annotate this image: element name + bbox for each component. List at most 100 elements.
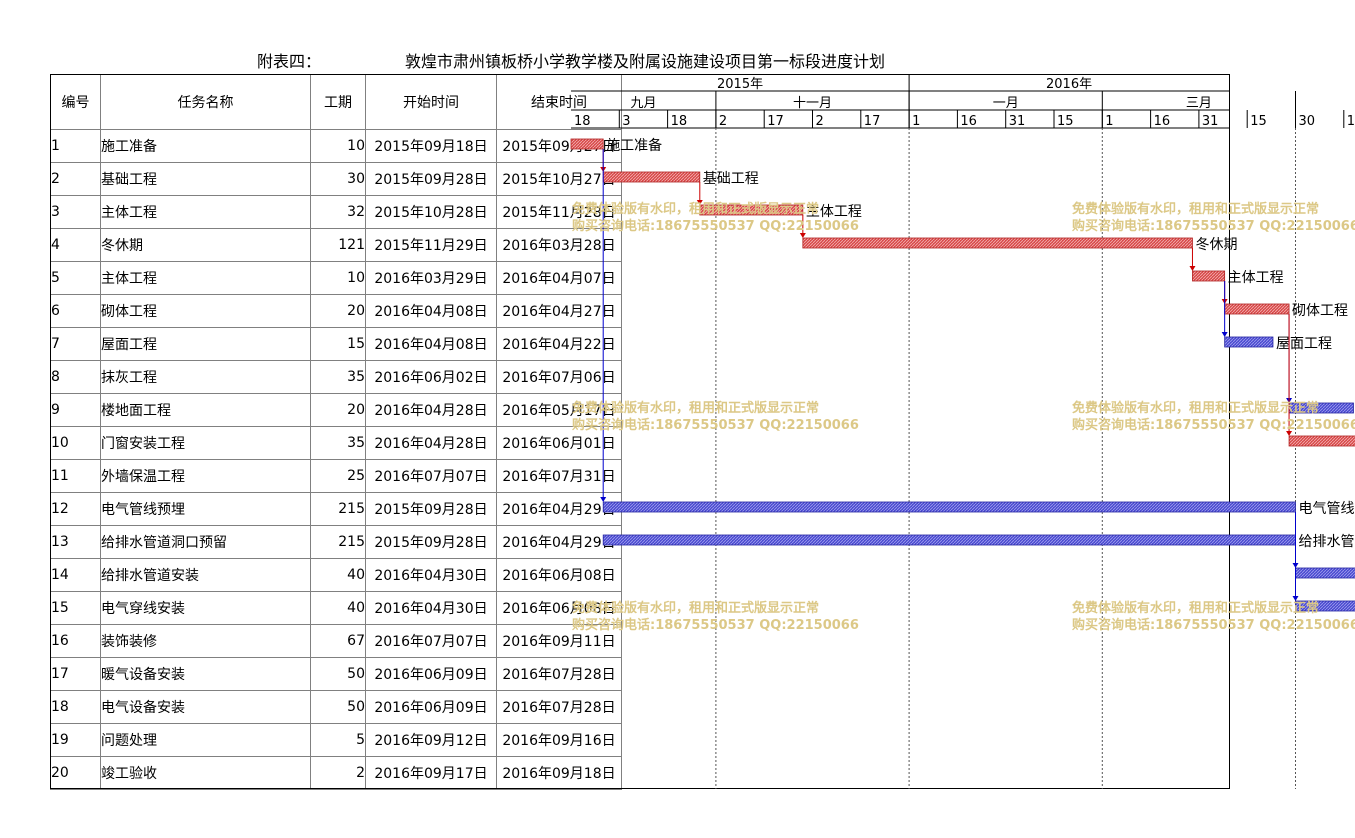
header-id: 编号 <box>50 74 101 130</box>
task-end: 2016年05月17日 <box>496 393 622 427</box>
task-duration: 40 <box>310 591 366 625</box>
task-name: 门窗安装工程 <box>100 426 311 460</box>
task-bar-label: 施工准备 <box>606 137 662 154</box>
task-bar <box>802 237 1193 249</box>
task-duration: 215 <box>310 525 366 559</box>
task-id: 1 <box>50 129 101 163</box>
task-start: 2016年04月08日 <box>365 327 497 361</box>
task-id: 8 <box>50 360 101 394</box>
task-start: 2016年03月29日 <box>365 261 497 295</box>
task-start: 2016年04月30日 <box>365 558 497 592</box>
task-duration: 25 <box>310 459 366 493</box>
watermark-line1: 免费体验版有水印，租用和正式版显示正常 <box>572 202 820 217</box>
task-bar <box>1224 303 1290 315</box>
watermark-3: 免费体验版有水印，租用和正式版显示正常 购买咨询电话:18675550537 Q… <box>572 400 859 434</box>
task-end: 2016年04月22日 <box>496 327 622 361</box>
watermark-line2: 购买咨询电话:18675550537 QQ:22150066 <box>572 219 859 234</box>
task-end: 2016年09月18日 <box>496 756 622 790</box>
task-duration: 32 <box>310 195 366 229</box>
watermark-line1: 免费体验版有水印，租用和正式版显示正常 <box>572 601 820 616</box>
dependency-arrow <box>696 200 703 205</box>
day-label: 30 <box>1299 114 1316 129</box>
dependency-arrow <box>799 233 806 238</box>
watermark-line2: 购买咨询电话:18675550537 QQ:22150066 <box>572 618 859 633</box>
task-end: 2016年07月06日 <box>496 360 622 394</box>
task-name: 抹灰工程 <box>100 360 311 394</box>
day-label: 16 <box>1154 114 1171 129</box>
month-label: 三月 <box>1186 96 1212 111</box>
day-label: 1 <box>1105 114 1113 129</box>
dependency-arrow <box>600 497 607 502</box>
task-bar-label: 电气管线预埋 <box>1299 501 1355 517</box>
task-id: 4 <box>50 228 101 262</box>
day-label: 18 <box>671 114 688 129</box>
watermark-6: 免费体验版有水印，租用和正式版显示正常 购买咨询电话:18675550537 Q… <box>1072 600 1355 634</box>
task-bar <box>699 204 804 216</box>
watermark-line2: 购买咨询电话:18675550537 QQ:22150066 <box>1072 618 1355 633</box>
task-start: 2016年09月17日 <box>365 756 497 790</box>
task-bar-label: 基础工程 <box>703 170 759 187</box>
task-name: 电气设备安装 <box>100 690 311 724</box>
task-bar <box>1192 270 1226 282</box>
day-label: 17 <box>767 114 784 129</box>
task-start: 2016年07月07日 <box>365 459 497 493</box>
year-label: 2015年 <box>717 77 763 92</box>
task-name: 暖气设备安装 <box>100 657 311 691</box>
task-end: 2016年03月28日 <box>496 228 622 262</box>
task-id: 9 <box>50 393 101 427</box>
task-name: 给排水管道安装 <box>100 558 311 592</box>
watermark-line1: 免费体验版有水印，租用和正式版显示正常 <box>1072 401 1320 416</box>
task-end: 2016年07月28日 <box>496 690 622 724</box>
month-label: 九月 <box>630 96 656 111</box>
task-name: 冬休期 <box>100 228 311 262</box>
task-end: 2016年04月07日 <box>496 261 622 295</box>
day-label: 15 <box>1347 114 1355 129</box>
task-end: 2016年07月28日 <box>496 657 622 691</box>
task-name: 外墙保温工程 <box>100 459 311 493</box>
day-label: 31 <box>1202 114 1219 129</box>
task-bar <box>1288 435 1355 447</box>
task-id: 12 <box>50 492 101 526</box>
header-start: 开始时间 <box>365 74 497 130</box>
watermark-line2: 购买咨询电话:18675550537 QQ:22150066 <box>1072 219 1355 234</box>
task-id: 17 <box>50 657 101 691</box>
task-bar <box>1224 336 1274 348</box>
task-id: 19 <box>50 723 101 757</box>
task-end: 2016年09月16日 <box>496 723 622 757</box>
task-name: 电气管线预埋 <box>100 492 311 526</box>
task-start: 2015年09月28日 <box>365 162 497 196</box>
task-end: 2016年06月08日 <box>496 558 622 592</box>
day-label: 17 <box>864 114 881 129</box>
day-label: 2 <box>719 114 727 129</box>
task-duration: 121 <box>310 228 366 262</box>
month-label: 一月 <box>993 96 1019 111</box>
task-duration: 20 <box>310 294 366 328</box>
task-start: 2015年11月29日 <box>365 228 497 262</box>
task-name: 竣工验收 <box>100 756 311 790</box>
watermark-line1: 免费体验版有水印，租用和正式版显示正常 <box>1072 202 1320 217</box>
header-duration: 工期 <box>310 74 366 130</box>
month-label: 十一月 <box>793 96 832 111</box>
task-name: 给排水管道洞口预留 <box>100 525 311 559</box>
task-bar <box>602 171 701 183</box>
watermark-1: 免费体验版有水印，租用和正式版显示正常 购买咨询电话:18675550537 Q… <box>572 201 859 235</box>
task-name: 楼地面工程 <box>100 393 311 427</box>
page-title: 敦煌市肃州镇板桥小学教学楼及附属设施建设项目第一标段进度计划 <box>405 52 886 71</box>
task-bar <box>1295 567 1355 579</box>
day-label: 15 <box>1057 114 1074 129</box>
day-label: 31 <box>1009 114 1026 129</box>
task-bar <box>1295 600 1355 612</box>
task-id: 2 <box>50 162 101 196</box>
task-name: 屋面工程 <box>100 327 311 361</box>
watermark-line1: 免费体验版有水印，租用和正式版显示正常 <box>572 401 820 416</box>
task-bar-label: 主体工程 <box>1228 270 1284 286</box>
task-bar-label: 给排水管道洞口预留 <box>1299 534 1355 550</box>
